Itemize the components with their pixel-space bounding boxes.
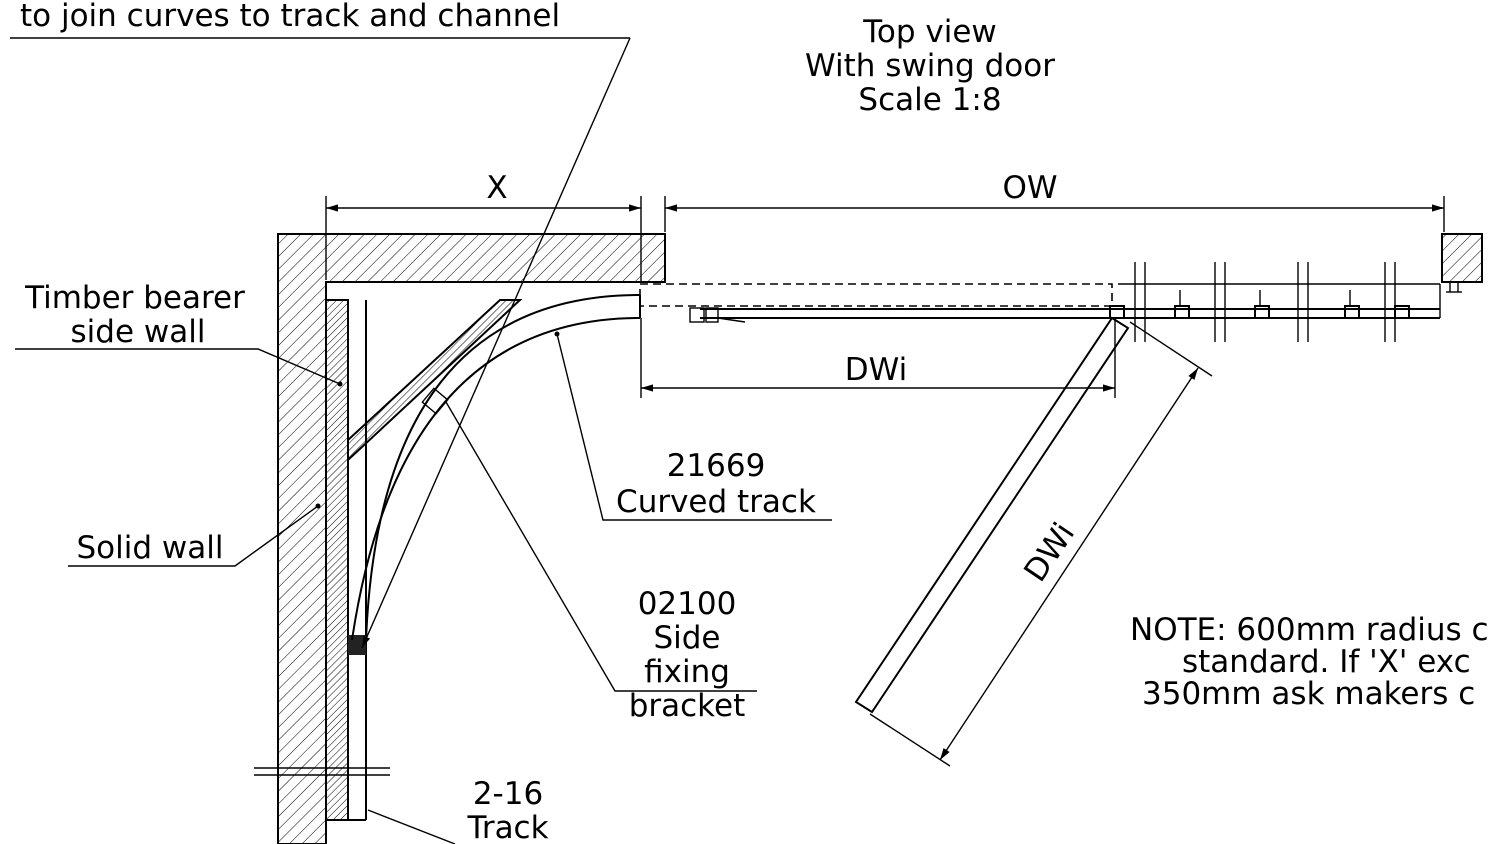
note-line-2: standard. If 'X' exc bbox=[1182, 644, 1471, 680]
track-label: Track bbox=[466, 810, 548, 844]
view-title: Top view bbox=[862, 14, 997, 50]
horizontal-track bbox=[639, 262, 1441, 342]
dimension-x bbox=[325, 196, 642, 282]
side-fixing-bracket bbox=[347, 299, 523, 463]
timber-bearer bbox=[325, 299, 367, 821]
curved-track-code: 21669 bbox=[667, 448, 766, 484]
dimension-ow-label: OW bbox=[1002, 170, 1057, 206]
right-jamb bbox=[1441, 233, 1483, 293]
view-subtitle: With swing door bbox=[805, 48, 1055, 84]
bracket-code: 02100 bbox=[638, 586, 737, 622]
timber-bearer-label-2: side wall bbox=[71, 314, 206, 350]
bracket-label-2: fixing bbox=[644, 654, 730, 690]
dimension-x-label: X bbox=[486, 170, 507, 206]
dimension-dwi-diagonal-label: DWi bbox=[1017, 516, 1082, 588]
leader-lines bbox=[10, 37, 832, 844]
break-marks bbox=[254, 760, 390, 785]
note-line-3: 350mm ask makers c bbox=[1142, 676, 1475, 712]
curved-track-label: Curved track bbox=[616, 484, 816, 520]
dimension-ow bbox=[664, 196, 1445, 232]
curved-track bbox=[351, 294, 641, 641]
top-note-label: to join curves to track and channel bbox=[20, 0, 560, 34]
note-line-1: NOTE: 600mm radius c bbox=[1130, 612, 1489, 648]
dimension-dwi-diagonal bbox=[869, 321, 1213, 767]
bracket-label-1: Side bbox=[653, 620, 720, 656]
solid-wall bbox=[277, 233, 666, 844]
timber-bearer-label: Timber bearer bbox=[24, 280, 245, 316]
dimension-dwi-horizontal-label: DWi bbox=[845, 352, 907, 388]
view-scale: Scale 1:8 bbox=[858, 82, 1001, 118]
bracket-label-3: bracket bbox=[629, 688, 746, 724]
solid-wall-label: Solid wall bbox=[77, 530, 224, 566]
track-code: 2-16 bbox=[473, 776, 543, 812]
